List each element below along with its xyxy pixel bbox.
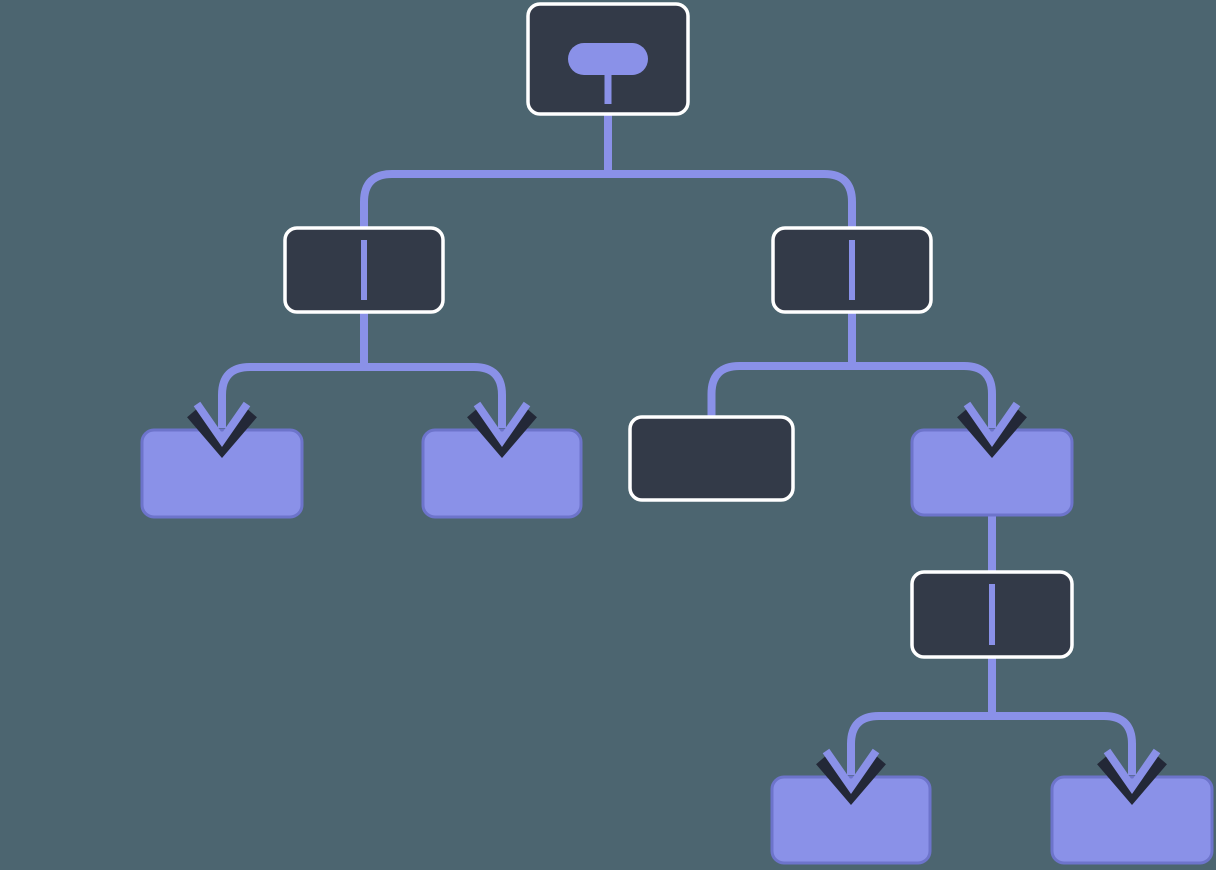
arrow-purple-chevron <box>822 748 880 795</box>
arrow-purple-chevron <box>193 401 251 448</box>
arrow-dark-chevron <box>816 755 886 805</box>
arrow-dark-chevron <box>187 408 257 458</box>
arrow-down-icon <box>187 396 257 458</box>
arrow-purple-chevron <box>1103 748 1161 795</box>
leaf-node-box[interactable] <box>140 428 304 519</box>
node-leaf-2[interactable] <box>421 428 583 519</box>
connector-layer <box>218 112 1136 773</box>
root-pill-stem <box>604 72 612 104</box>
node-leaf-4[interactable] <box>770 775 932 865</box>
connector-line <box>360 170 608 230</box>
arrow-down-icon <box>816 743 886 805</box>
divider-line-icon <box>849 240 855 300</box>
node-leaf-3[interactable] <box>910 428 1074 517</box>
arrow-dark-chevron <box>467 408 537 458</box>
arrow-down-icon <box>957 396 1027 458</box>
node-branch-right[interactable] <box>771 226 933 314</box>
node-node-plain[interactable] <box>628 415 795 502</box>
node-leaf-5[interactable] <box>1050 775 1214 865</box>
root-pill-icon <box>568 43 648 75</box>
divider-line-icon <box>361 240 367 300</box>
dark-node-box[interactable] <box>628 415 795 502</box>
leaf-node-box[interactable] <box>910 428 1074 517</box>
node-branch-bottom[interactable] <box>910 570 1074 659</box>
arrow-layer <box>187 396 1167 805</box>
arrow-dark-chevron <box>1097 755 1167 805</box>
arrow-dark-chevron <box>957 408 1027 458</box>
connector-line <box>707 362 852 419</box>
leaf-node-box[interactable] <box>770 775 932 865</box>
connector-line <box>608 170 856 230</box>
connector-line <box>218 363 364 426</box>
arrow-down-icon <box>1097 743 1167 805</box>
arrow-purple-chevron <box>963 401 1021 448</box>
connector-line <box>852 362 996 426</box>
connector-line <box>364 363 506 426</box>
leaf-node-box[interactable] <box>421 428 583 519</box>
arrow-purple-chevron <box>473 401 531 448</box>
node-branch-left[interactable] <box>283 226 445 314</box>
node-root[interactable] <box>526 2 690 116</box>
node-layer <box>140 2 1214 865</box>
arrow-down-icon <box>467 396 537 458</box>
divider-line-icon <box>989 584 995 645</box>
node-leaf-1[interactable] <box>140 428 304 519</box>
leaf-node-box[interactable] <box>1050 775 1214 865</box>
